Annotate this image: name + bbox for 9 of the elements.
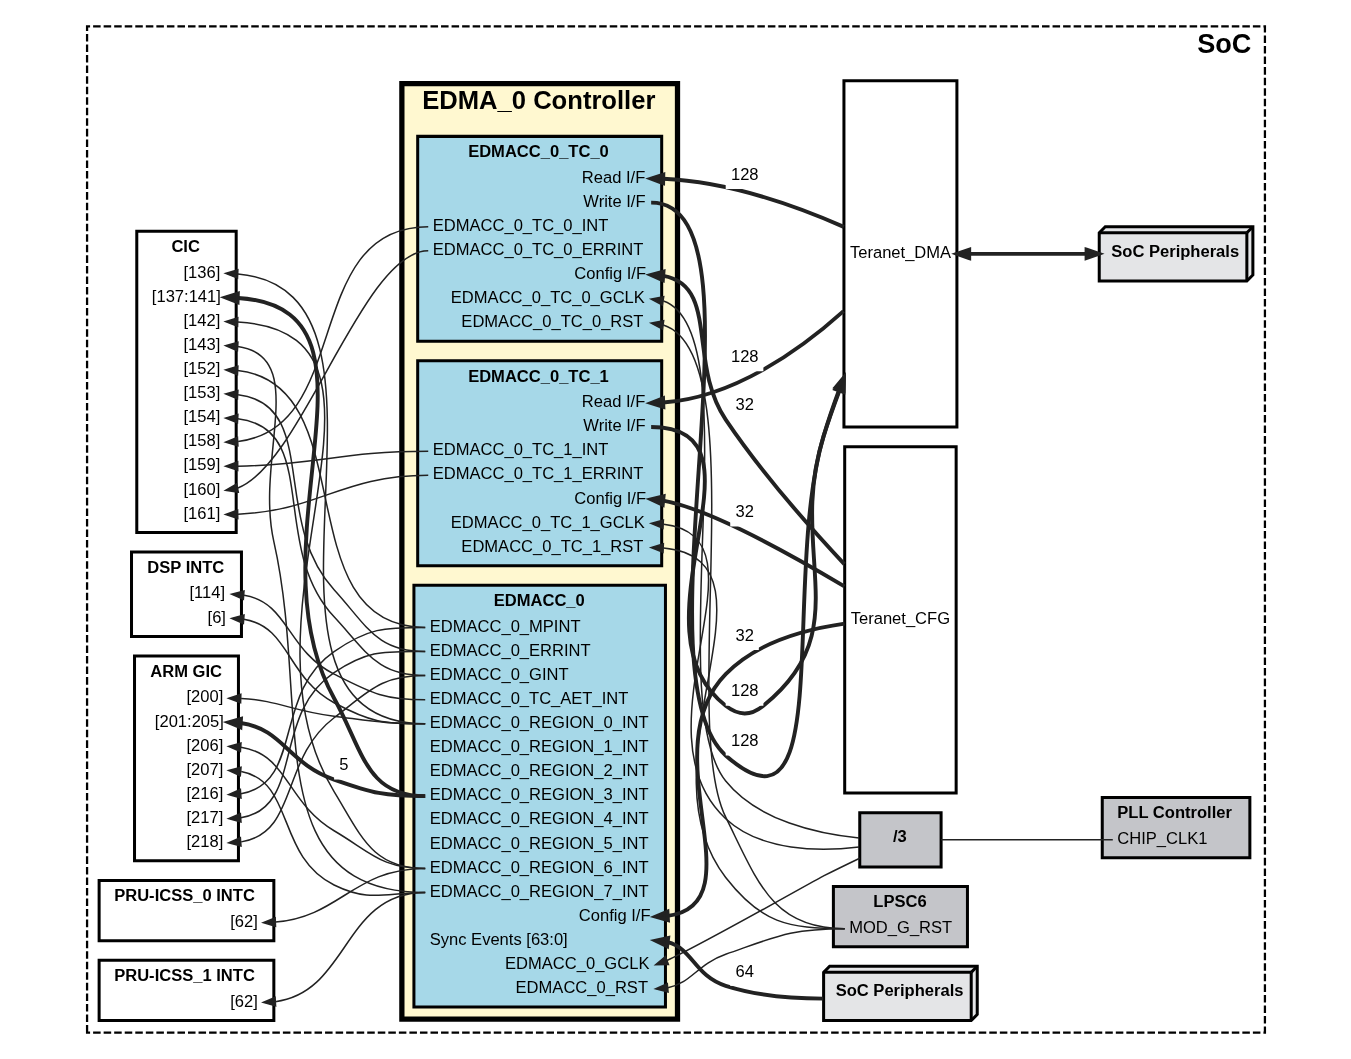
edge-label: 64 <box>735 961 754 981</box>
edge-label: 5 <box>338 755 349 775</box>
edge-label: 128 <box>730 681 759 701</box>
edge-label: 32 <box>735 502 754 522</box>
edge-label: 32 <box>735 625 754 645</box>
edge-label: 128 <box>730 347 759 367</box>
edge-label: 128 <box>730 164 759 184</box>
edge-label: 32 <box>735 395 754 415</box>
edge-label: 128 <box>730 731 759 751</box>
